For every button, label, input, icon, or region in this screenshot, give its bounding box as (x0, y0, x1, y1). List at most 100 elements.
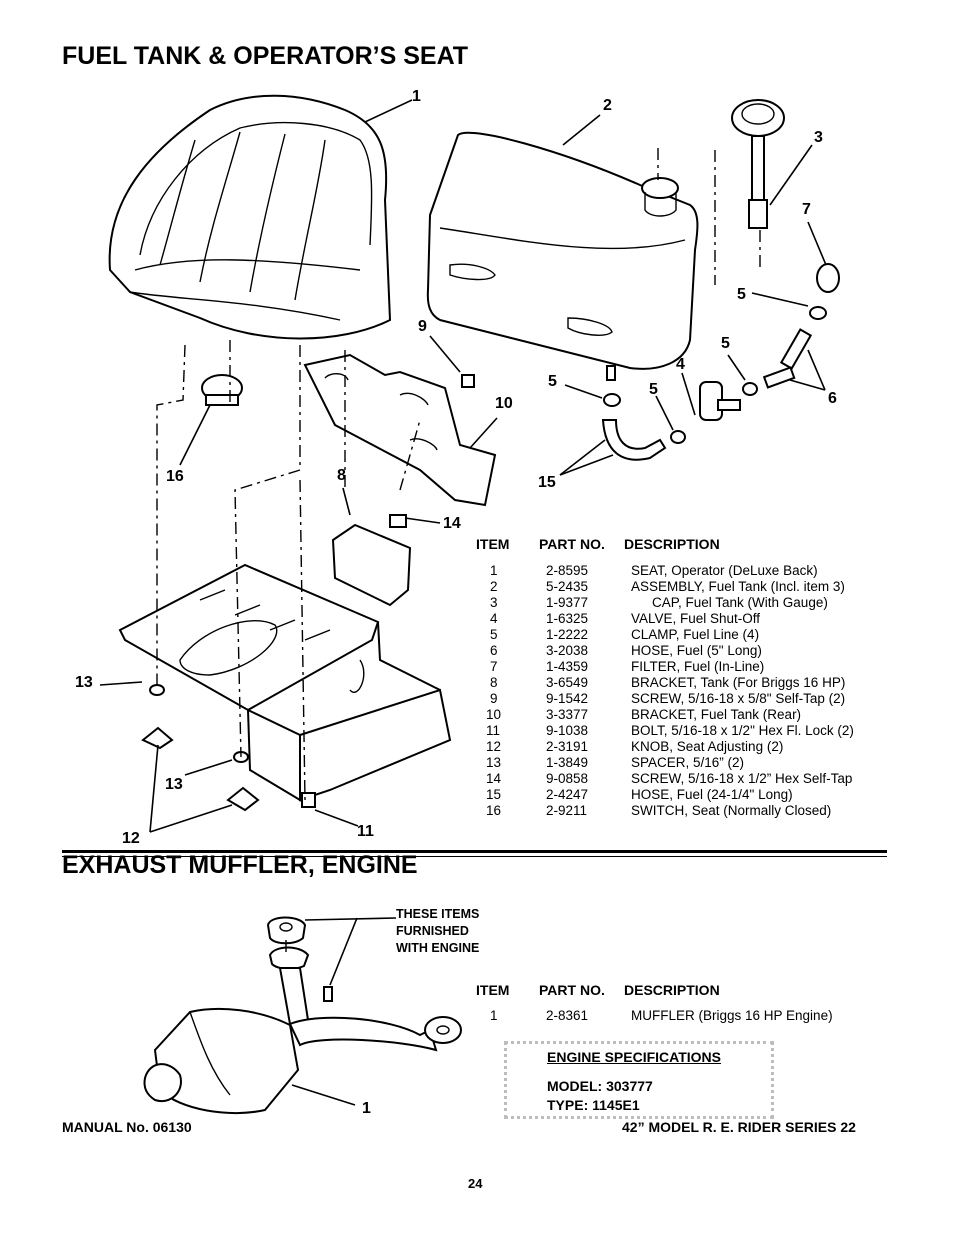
row-desc: SCREW, 5/16-18 x 1/2” Hex Self-Tap (631, 771, 853, 786)
row-part: 1-2222 (546, 627, 589, 642)
row-item: 6 (490, 643, 498, 658)
row-part: 9-1542 (546, 691, 589, 706)
note-line: THESE ITEMS (396, 907, 480, 921)
parts-table-muffler: ITEM PART NO. DESCRIPTION 1 2-8361 MUFFL… (476, 982, 886, 1027)
header-item: ITEM (476, 536, 510, 552)
row-item: 4 (490, 611, 498, 626)
row-part: 3-6549 (546, 675, 589, 690)
row-desc: BOLT, 5/16-18 x 1/2" Hex Fl. Lock (2) (631, 723, 854, 738)
row-item: 16 (486, 803, 502, 818)
row-item: 7 (490, 659, 498, 674)
tank-bracket-drawing (331, 514, 412, 607)
row-part: 1-9377 (546, 595, 589, 610)
model-series: 42” MODEL R. E. RIDER SERIES 22 (622, 1119, 856, 1135)
row-desc: HOSE, Fuel (5" Long) (631, 643, 762, 658)
fuel-tank-seat-diagram (99, 94, 840, 833)
row-desc: BRACKET, Fuel Tank (Rear) (631, 707, 802, 722)
row-part: 1-3849 (546, 755, 589, 770)
specs-model: MODEL: 303777 (547, 1078, 653, 1094)
section-divider-thin (62, 856, 887, 857)
page-number: 24 (468, 1176, 483, 1191)
row-part: 3-3377 (546, 707, 589, 722)
callout-leaders (99, 99, 827, 833)
row-desc: MUFFLER (Briggs 16 HP Engine) (631, 1008, 833, 1023)
callout-14: 14 (443, 515, 461, 532)
section-title-fuel-tank: FUEL TANK & OPERATOR’S SEAT (62, 42, 469, 70)
seat-drawing (108, 94, 392, 340)
row-part: 5-2435 (546, 579, 589, 594)
row-item: 12 (486, 739, 502, 754)
header-part-no: PART NO. (539, 536, 605, 552)
note-line: WITH ENGINE (396, 941, 480, 955)
callout-1: 1 (412, 88, 421, 105)
row-desc: KNOB, Seat Adjusting (2) (631, 739, 784, 754)
muffler-leaders (285, 917, 397, 1106)
header-item: ITEM (476, 982, 510, 998)
row-part: 2-3191 (546, 739, 589, 754)
callout-7: 7 (802, 201, 811, 218)
rear-bracket-drawing (303, 353, 497, 507)
row-part: 2-8595 (546, 563, 589, 578)
row-desc: VALVE, Fuel Shut-Off (631, 611, 761, 626)
muffler-callout-1: 1 (362, 1100, 371, 1117)
row-item: 11 (486, 723, 501, 738)
callout-5a: 5 (737, 286, 746, 303)
muffler-diagram (143, 916, 462, 1115)
fuel-tank-drawing (426, 131, 699, 370)
callout-8: 8 (337, 467, 346, 484)
specs-type: TYPE: 1145E1 (547, 1097, 640, 1113)
fuel-line-drawing (601, 263, 840, 461)
row-desc: CLAMP, Fuel Line (4) (631, 627, 760, 642)
row-item: 15 (486, 787, 502, 802)
callout-3: 3 (814, 129, 823, 146)
row-part: 9-0858 (546, 771, 589, 786)
callout-9: 9 (418, 318, 427, 335)
row-item: 9 (490, 691, 498, 706)
header-description: DESCRIPTION (624, 982, 720, 998)
row-desc: SWITCH, Seat (Normally Closed) (631, 803, 832, 818)
row-part: 3-2038 (546, 643, 589, 658)
row-item: 1 (490, 1008, 498, 1023)
callout-5b: 5 (721, 335, 730, 352)
row-desc: ASSEMBLY, Fuel Tank (Incl. item 3) (631, 579, 845, 594)
row-item: 5 (490, 627, 498, 642)
row-part: 9-1038 (546, 723, 589, 738)
row-desc: SPACER, 5/16” (2) (631, 755, 745, 770)
row-part: 1-6325 (546, 611, 589, 626)
row-item: 2 (490, 579, 498, 594)
row-desc: SEAT, Operator (DeLuxe Back) (631, 563, 818, 578)
row-desc: HOSE, Fuel (24-1/4" Long) (631, 787, 793, 802)
row-item: 10 (486, 707, 502, 722)
callout-15: 15 (538, 474, 556, 491)
parts-table-fuel-tank: ITEM PART NO. DESCRIPTION 1 2-8595 SEAT,… (476, 536, 886, 821)
engine-specifications-box: ENGINE SPECIFICATIONS MODEL: 303777 TYPE… (504, 1041, 774, 1119)
row-part: 1-4359 (546, 659, 589, 674)
row-desc: CAP, Fuel Tank (With Gauge) (652, 595, 828, 610)
note-line: FURNISHED (396, 924, 469, 938)
callout-11: 11 (357, 823, 374, 840)
alignment-lines (156, 148, 761, 801)
row-part: 2-8361 (546, 1008, 589, 1023)
section-title-exhaust-muffler: EXHAUST MUFFLER, ENGINE (62, 851, 418, 879)
callout-13b: 13 (165, 776, 183, 793)
manual-number: MANUAL No. 06130 (62, 1119, 192, 1135)
callout-2: 2 (603, 97, 612, 114)
muffler-drawing (143, 916, 462, 1115)
callout-13a: 13 (75, 674, 93, 691)
callout-16: 16 (166, 468, 184, 485)
header-description: DESCRIPTION (624, 536, 720, 552)
row-item: 13 (486, 755, 502, 770)
row-desc: BRACKET, Tank (For Briggs 16 HP) (631, 675, 846, 690)
row-item: 8 (490, 675, 498, 690)
row-item: 14 (486, 771, 502, 786)
section-divider-thick (62, 850, 887, 853)
seat-frame-drawing (118, 374, 452, 812)
specs-heading: ENGINE SPECIFICATIONS (547, 1049, 721, 1065)
callout-4: 4 (676, 356, 685, 373)
row-item: 3 (490, 595, 498, 610)
callout-12: 12 (122, 830, 140, 847)
callout-5c: 5 (548, 373, 557, 390)
engine-items-note: THESE ITEMS FURNISHED WITH ENGINE (396, 906, 479, 957)
row-part: 2-4247 (546, 787, 589, 802)
